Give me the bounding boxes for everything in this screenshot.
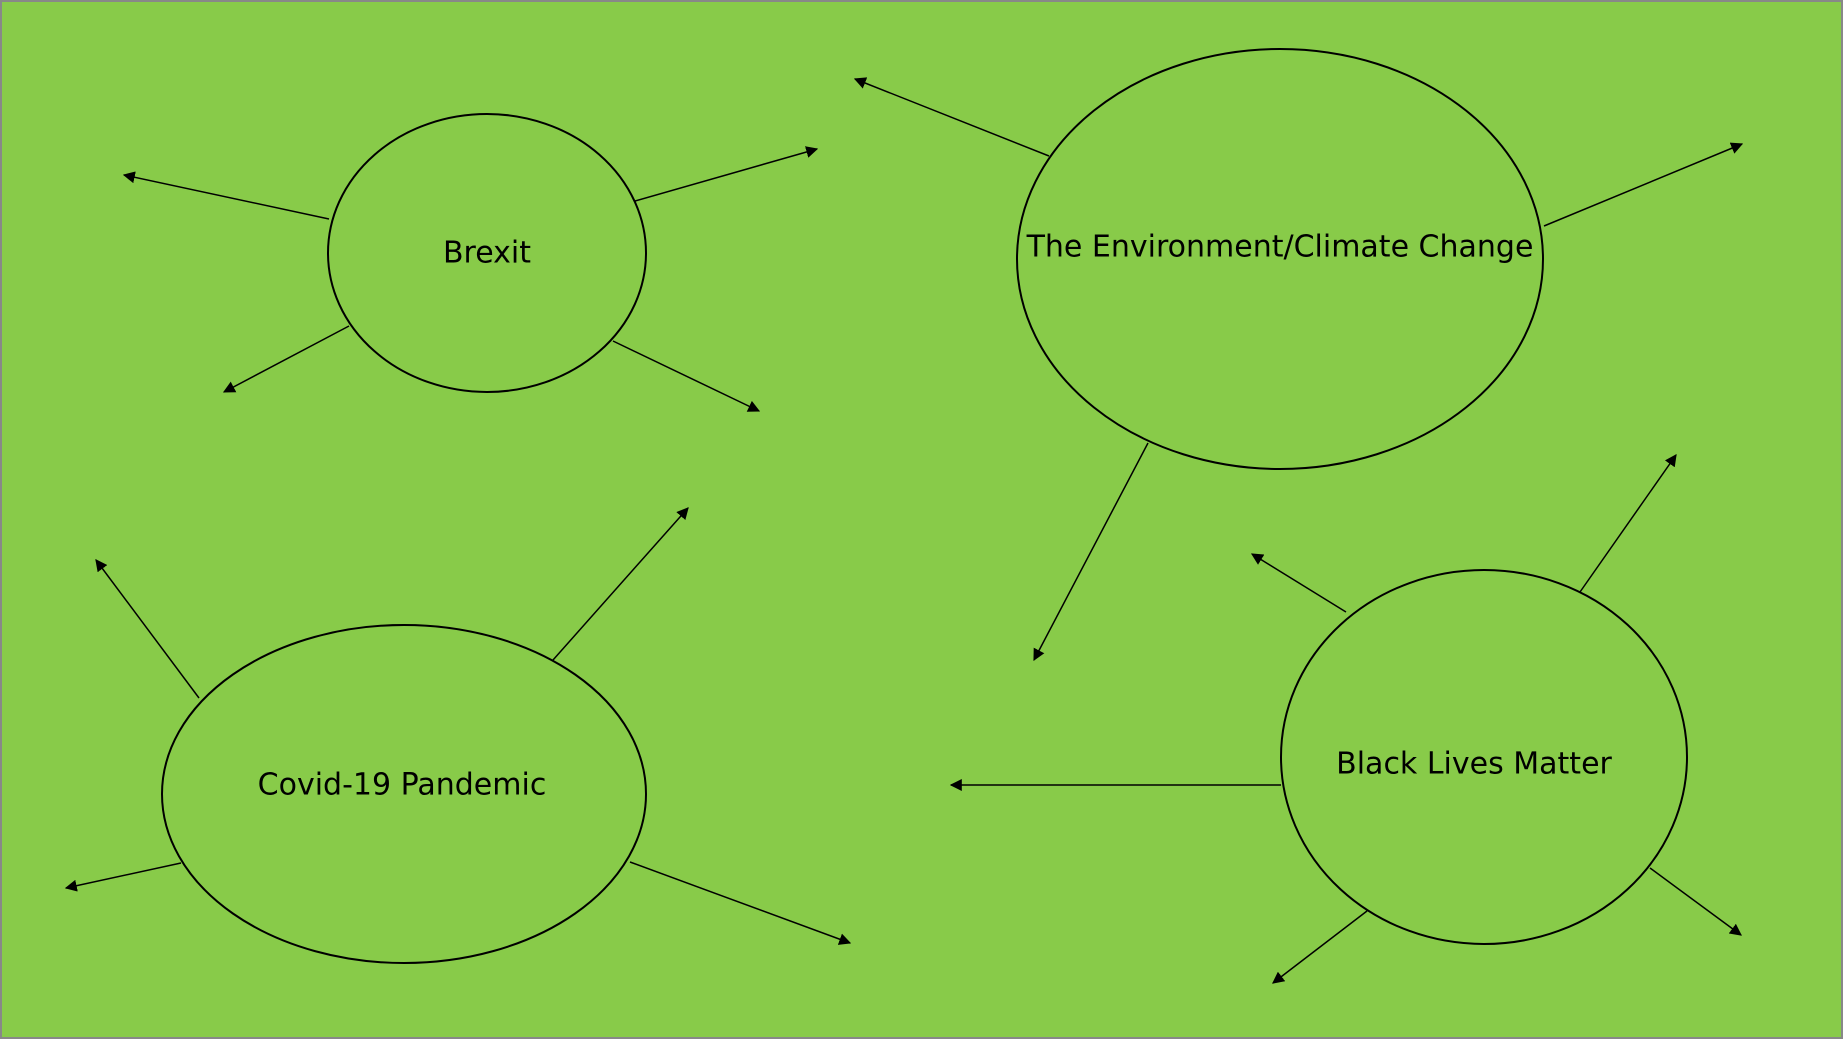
bubble-group-covid: Covid-19 Pandemic [64,507,852,964]
climate-arrow-up-left [853,77,1050,157]
covid-arrow-up-right [552,507,689,661]
brexit-label: Brexit [443,236,531,271]
blm-arrow-up-left [1250,553,1347,613]
bubble-group-brexit: Brexit [122,113,819,412]
covid-label: Covid-19 Pandemic [258,768,547,803]
bubble-group-blm: Black Lives Matter [949,454,1742,984]
climate-label: The Environment/Climate Change [1026,230,1534,265]
blm-bubble[interactable] [1280,569,1688,945]
blm-arrow-up-right [1579,454,1677,593]
blm-arrow-down-right [1649,867,1742,936]
climate-bubble[interactable] [1016,48,1544,470]
brexit-arrow-up-left [122,171,330,220]
climate-arrow-up-right [1543,142,1744,227]
bubble-group-climate: The Environment/Climate Change [853,48,1744,662]
brexit-bubble[interactable] [327,113,647,393]
brexit-arrow-up-right [634,146,819,202]
brexit-arrow-down-right [612,340,761,412]
climate-arrow-down [1033,442,1149,662]
brexit-arrow-down-left [222,325,350,393]
covid-arrow-up-left [95,559,200,699]
blm-arrow-down-left [1272,910,1368,984]
blm-label: Black Lives Matter [1336,747,1612,782]
covid-arrow-down-left [64,862,182,892]
covid-bubble[interactable] [161,624,647,964]
covid-arrow-down-right [629,861,852,945]
